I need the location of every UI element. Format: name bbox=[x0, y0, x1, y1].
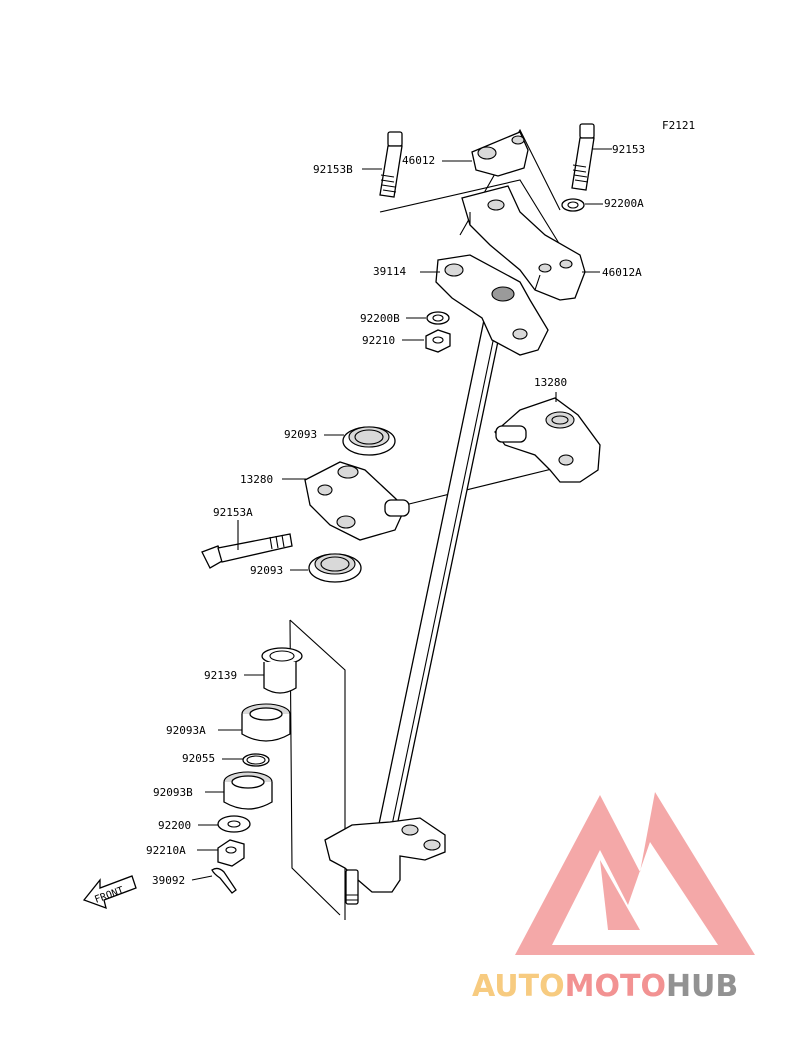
front-direction-arrow: FRONT bbox=[82, 875, 137, 910]
part-callouts: 92153B 46012 92153 92200A 39114 46012A 9… bbox=[146, 143, 645, 887]
bearing-92093b bbox=[223, 771, 273, 810]
label-13280-upper: 13280 bbox=[534, 376, 567, 389]
nut-92210 bbox=[425, 329, 451, 353]
watermark-text: AUTOMOTOHUB bbox=[472, 969, 738, 1004]
watermark-moto: MOTO bbox=[565, 969, 666, 1004]
bearing-92093a bbox=[241, 703, 291, 742]
bushing-92139 bbox=[261, 647, 303, 694]
washer-92200 bbox=[217, 815, 251, 833]
figure-code: F2121 bbox=[662, 119, 695, 132]
label-92210: 92210 bbox=[362, 334, 395, 347]
top-assembly-boundary bbox=[379, 179, 561, 246]
bolt-92153b bbox=[379, 131, 403, 198]
label-46012a: 46012A bbox=[602, 266, 642, 279]
shaft-lower-bracket bbox=[324, 817, 446, 905]
label-92093-lower: 92093 bbox=[250, 564, 283, 577]
label-92055: 92055 bbox=[182, 752, 215, 765]
nut-92210a bbox=[217, 839, 245, 867]
steering-shaft bbox=[373, 319, 503, 851]
lower-assembly-boundary bbox=[289, 619, 346, 920]
label-92200: 92200 bbox=[158, 819, 191, 832]
watermark-logo-triangle bbox=[515, 792, 755, 955]
bolt-92153a bbox=[201, 533, 293, 569]
shaft-clamp-13280-upper bbox=[494, 397, 601, 483]
label-92153: 92153 bbox=[612, 143, 645, 156]
washer-92200b bbox=[426, 311, 450, 325]
automotohub-watermark: AUTOMOTOHUB bbox=[472, 792, 755, 1004]
handlebar-holder-46012a bbox=[461, 185, 586, 301]
shaft-clamp-13280-lower bbox=[304, 461, 410, 541]
label-92093-upper: 92093 bbox=[284, 428, 317, 441]
watermark-auto: AUTO bbox=[472, 969, 565, 1004]
lower-assembly-boundary-2 bbox=[289, 619, 341, 916]
label-39114: 39114 bbox=[373, 265, 406, 278]
stem-head-39114 bbox=[435, 254, 549, 356]
watermark-hub: HUB bbox=[666, 969, 738, 1004]
label-92200a: 92200A bbox=[604, 197, 644, 210]
label-92200b: 92200B bbox=[360, 312, 400, 325]
label-92139: 92139 bbox=[204, 669, 237, 682]
seal-92093-upper bbox=[342, 426, 396, 456]
handlebar-holder-46012 bbox=[471, 131, 529, 177]
bolt-92153 bbox=[571, 123, 595, 191]
washer-92200a bbox=[561, 198, 585, 212]
label-92153b: 92153B bbox=[313, 163, 353, 176]
o-ring-92055 bbox=[242, 753, 270, 767]
label-13280-lower: 13280 bbox=[240, 473, 273, 486]
cotter-pin-39092 bbox=[211, 867, 237, 894]
label-92153a: 92153A bbox=[213, 506, 253, 519]
label-92210a: 92210A bbox=[146, 844, 186, 857]
label-46012: 46012 bbox=[402, 154, 435, 167]
clamp-center-line bbox=[404, 466, 561, 506]
seal-92093-lower bbox=[308, 553, 362, 583]
label-92093b: 92093B bbox=[153, 786, 193, 799]
label-39092: 39092 bbox=[152, 874, 185, 887]
label-92093a: 92093A bbox=[166, 724, 206, 737]
